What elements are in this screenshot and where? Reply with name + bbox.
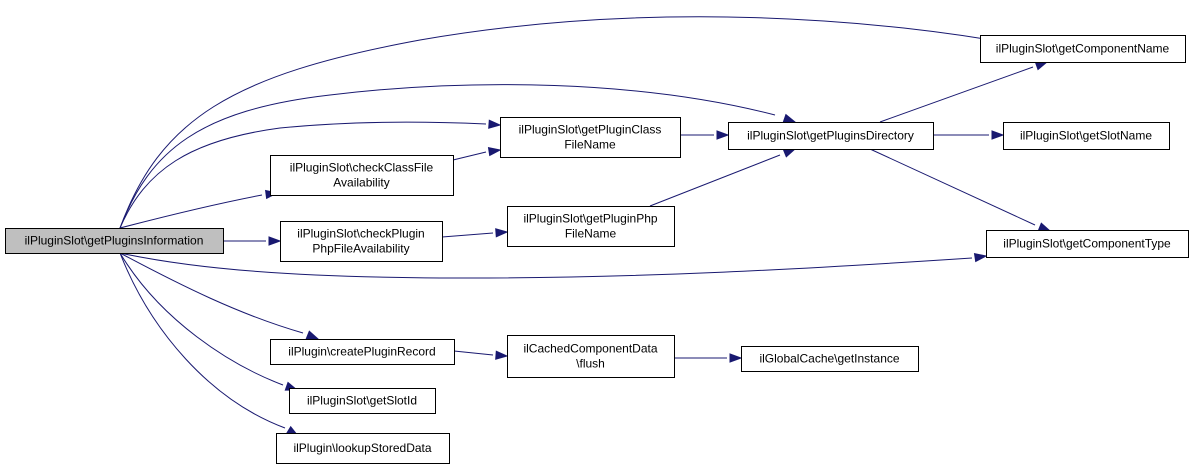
node-getInstance[interactable]: ilGlobalCache\getInstance [741, 346, 919, 372]
node-label: ilCachedComponentData [523, 342, 657, 356]
arrowhead [973, 252, 988, 263]
node-getSlotName[interactable]: ilPluginSlot\getSlotName [1003, 122, 1170, 150]
arrowhead [729, 353, 743, 363]
node-box [276, 433, 450, 464]
edge-getPluginsInformation-to-getComponentType [119, 252, 988, 279]
node-box [980, 35, 1186, 63]
node-label: ilPluginSlot\getPluginPhp [523, 212, 657, 226]
node-getComponentType[interactable]: ilPluginSlot\getComponentType [986, 230, 1189, 258]
arrowhead [495, 350, 509, 360]
node-box [270, 339, 455, 365]
node-getPluginsInformation[interactable]: ilPluginSlot\getPluginsInformation [5, 228, 224, 254]
arrowhead [1037, 222, 1052, 232]
edge-getPluginsDirectory-to-getSlotName [933, 130, 1005, 140]
node-label: FileName [564, 138, 616, 152]
edge-getPluginsInformation-to-getSlotId [119, 252, 299, 391]
edge-getPluginsDirectory-to-getComponentType [869, 148, 1052, 232]
node-label: Availability [333, 176, 389, 190]
node-label: ilPluginSlot\getComponentType [1003, 237, 1171, 251]
node-box [1003, 122, 1170, 150]
arrowhead [305, 330, 320, 340]
arrowhead [716, 130, 730, 140]
node-label: \flush [576, 357, 605, 371]
node-label: ilPlugin\createPluginRecord [288, 345, 435, 359]
node-box [280, 221, 443, 262]
arrowhead [488, 119, 502, 129]
node-label: ilPlugin\lookupStoredData [293, 441, 431, 455]
node-cachedFlush[interactable]: ilCachedComponentData\flush [507, 335, 675, 378]
edge-getPluginClassFileName-to-getPluginsDirectory [680, 130, 730, 140]
edge-getPluginsInformation-to-getPluginsDirectory [119, 84, 797, 229]
edge-getPluginsInformation-to-getPluginClassFileName [119, 119, 502, 229]
edge-checkClassFileAvailability-to-getPluginClassFileName [452, 146, 502, 161]
node-label: ilPluginSlot\getSlotId [307, 394, 417, 408]
arrowhead [991, 130, 1005, 140]
node-getComponentName[interactable]: ilPluginSlot\getComponentName [980, 35, 1186, 63]
node-box [5, 228, 224, 254]
arrowhead [495, 228, 509, 238]
arrowhead [782, 148, 797, 158]
node-label: ilPluginSlot\checkPlugin [297, 227, 424, 241]
node-getPluginsDirectory[interactable]: ilPluginSlot\getPluginsDirectory [728, 122, 934, 150]
node-box [986, 230, 1189, 258]
edge-getPluginsInformation-to-createPluginRecord [119, 252, 320, 340]
node-label: PhpFileAvailability [312, 242, 409, 256]
node-label: ilPluginSlot\getComponentName [996, 42, 1170, 56]
node-checkPluginPhpFileAvailability[interactable]: ilPluginSlot\checkPluginPhpFileAvailabil… [280, 221, 443, 262]
node-lookupStoredData[interactable]: ilPlugin\lookupStoredData [276, 433, 450, 464]
node-box [507, 206, 675, 247]
arrowhead [782, 113, 797, 123]
node-box [289, 388, 436, 414]
node-box [507, 335, 675, 378]
node-box [270, 155, 454, 196]
edge-getPluginsDirectory-to-getComponentName [879, 61, 1049, 123]
node-label: ilPluginSlot\getPluginClass [519, 123, 662, 137]
node-label: ilPluginSlot\checkClassFile [290, 161, 434, 175]
node-label: ilPluginSlot\getSlotName [1020, 129, 1152, 143]
node-box [728, 122, 934, 150]
node-label: ilPluginSlot\getPluginsDirectory [747, 129, 914, 143]
node-getSlotId[interactable]: ilPluginSlot\getSlotId [289, 388, 436, 414]
node-label: ilPluginSlot\getPluginsInformation [25, 234, 204, 248]
edge-getPluginPhpFileName-to-getPluginsDirectory [649, 148, 797, 207]
arrowhead [1034, 61, 1049, 71]
edge-getPluginsInformation-to-checkClassFileAvailability [119, 189, 279, 229]
node-box [500, 117, 681, 158]
node-label: FileName [565, 227, 617, 241]
edge-getPluginsInformation-to-checkPluginPhpFileAvailability [223, 236, 282, 246]
node-label: ilGlobalCache\getInstance [759, 352, 899, 366]
edge-createPluginRecord-to-cachedFlush [453, 350, 509, 360]
node-createPluginRecord[interactable]: ilPlugin\createPluginRecord [270, 339, 455, 365]
arrowhead [268, 236, 282, 246]
arrowhead [487, 146, 502, 157]
edge-checkPluginPhpFileAvailability-to-getPluginPhpFileName [441, 228, 509, 238]
edge-cachedFlush-to-getInstance [674, 353, 743, 363]
node-box [741, 346, 919, 372]
